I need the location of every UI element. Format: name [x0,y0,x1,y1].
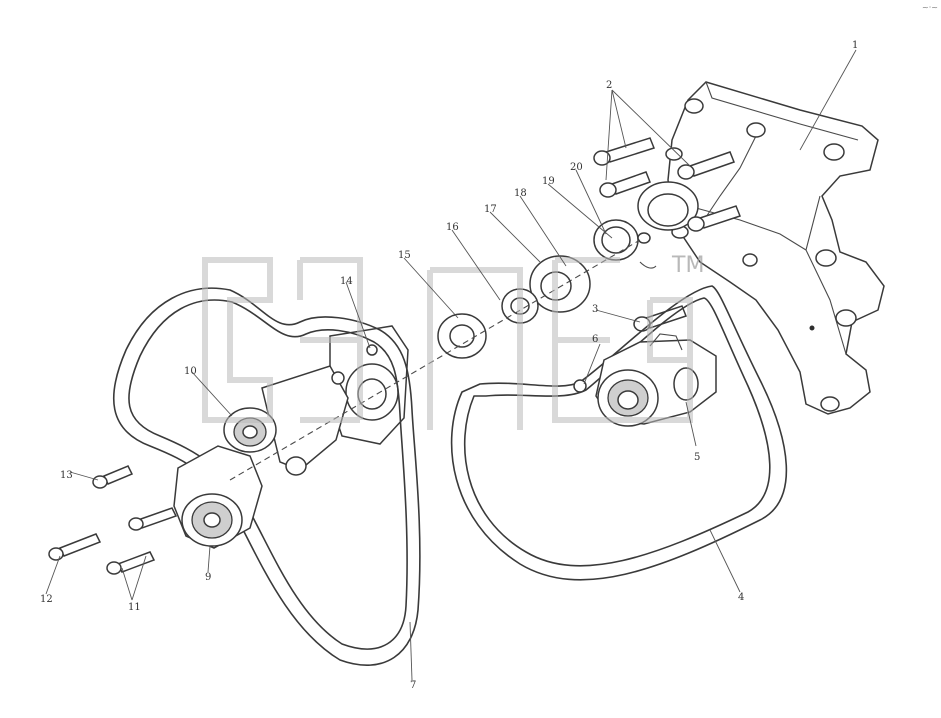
callout-15: 15 [398,250,411,261]
watermark-trademark: TM [671,253,704,278]
callout-10: 10 [184,366,197,377]
corner-mark: ~·~ [922,3,938,12]
callout-13: 13 [60,470,73,481]
callout-3: 3 [592,304,598,315]
callout-17: 17 [484,204,497,215]
idler-bracket-part-14 [261,325,409,476]
callout-20: 20 [570,162,583,173]
tensioner-pulley-part-9 [173,445,263,549]
callout-19: 19 [542,176,555,187]
assembly-axis [229,239,641,481]
callout-4: 4 [738,592,744,603]
callout-12: 12 [40,594,53,605]
callout-16: 16 [446,222,459,233]
callout-5: 5 [694,452,700,463]
callout-18: 18 [514,188,527,199]
callout-labels: 1 2 3 4 5 6 7 9 10 11 12 13 14 15 16 17 … [40,40,858,691]
spacer-stack [437,219,657,359]
callout-9: 9 [205,572,211,583]
bolt-set-part-2 [593,137,741,332]
leader-lines [45,49,857,681]
callout-14: 14 [340,276,353,287]
tensioner-part-5 [573,333,717,427]
belt-part-4 [450,285,788,581]
callout-2: 2 [606,80,612,91]
bolts-11-12-13 [48,465,178,575]
callout-1: 1 [852,40,858,51]
callout-7: 7 [410,680,416,691]
watermark: TM [202,253,704,430]
callout-6: 6 [592,334,598,345]
callout-11: 11 [128,602,141,613]
